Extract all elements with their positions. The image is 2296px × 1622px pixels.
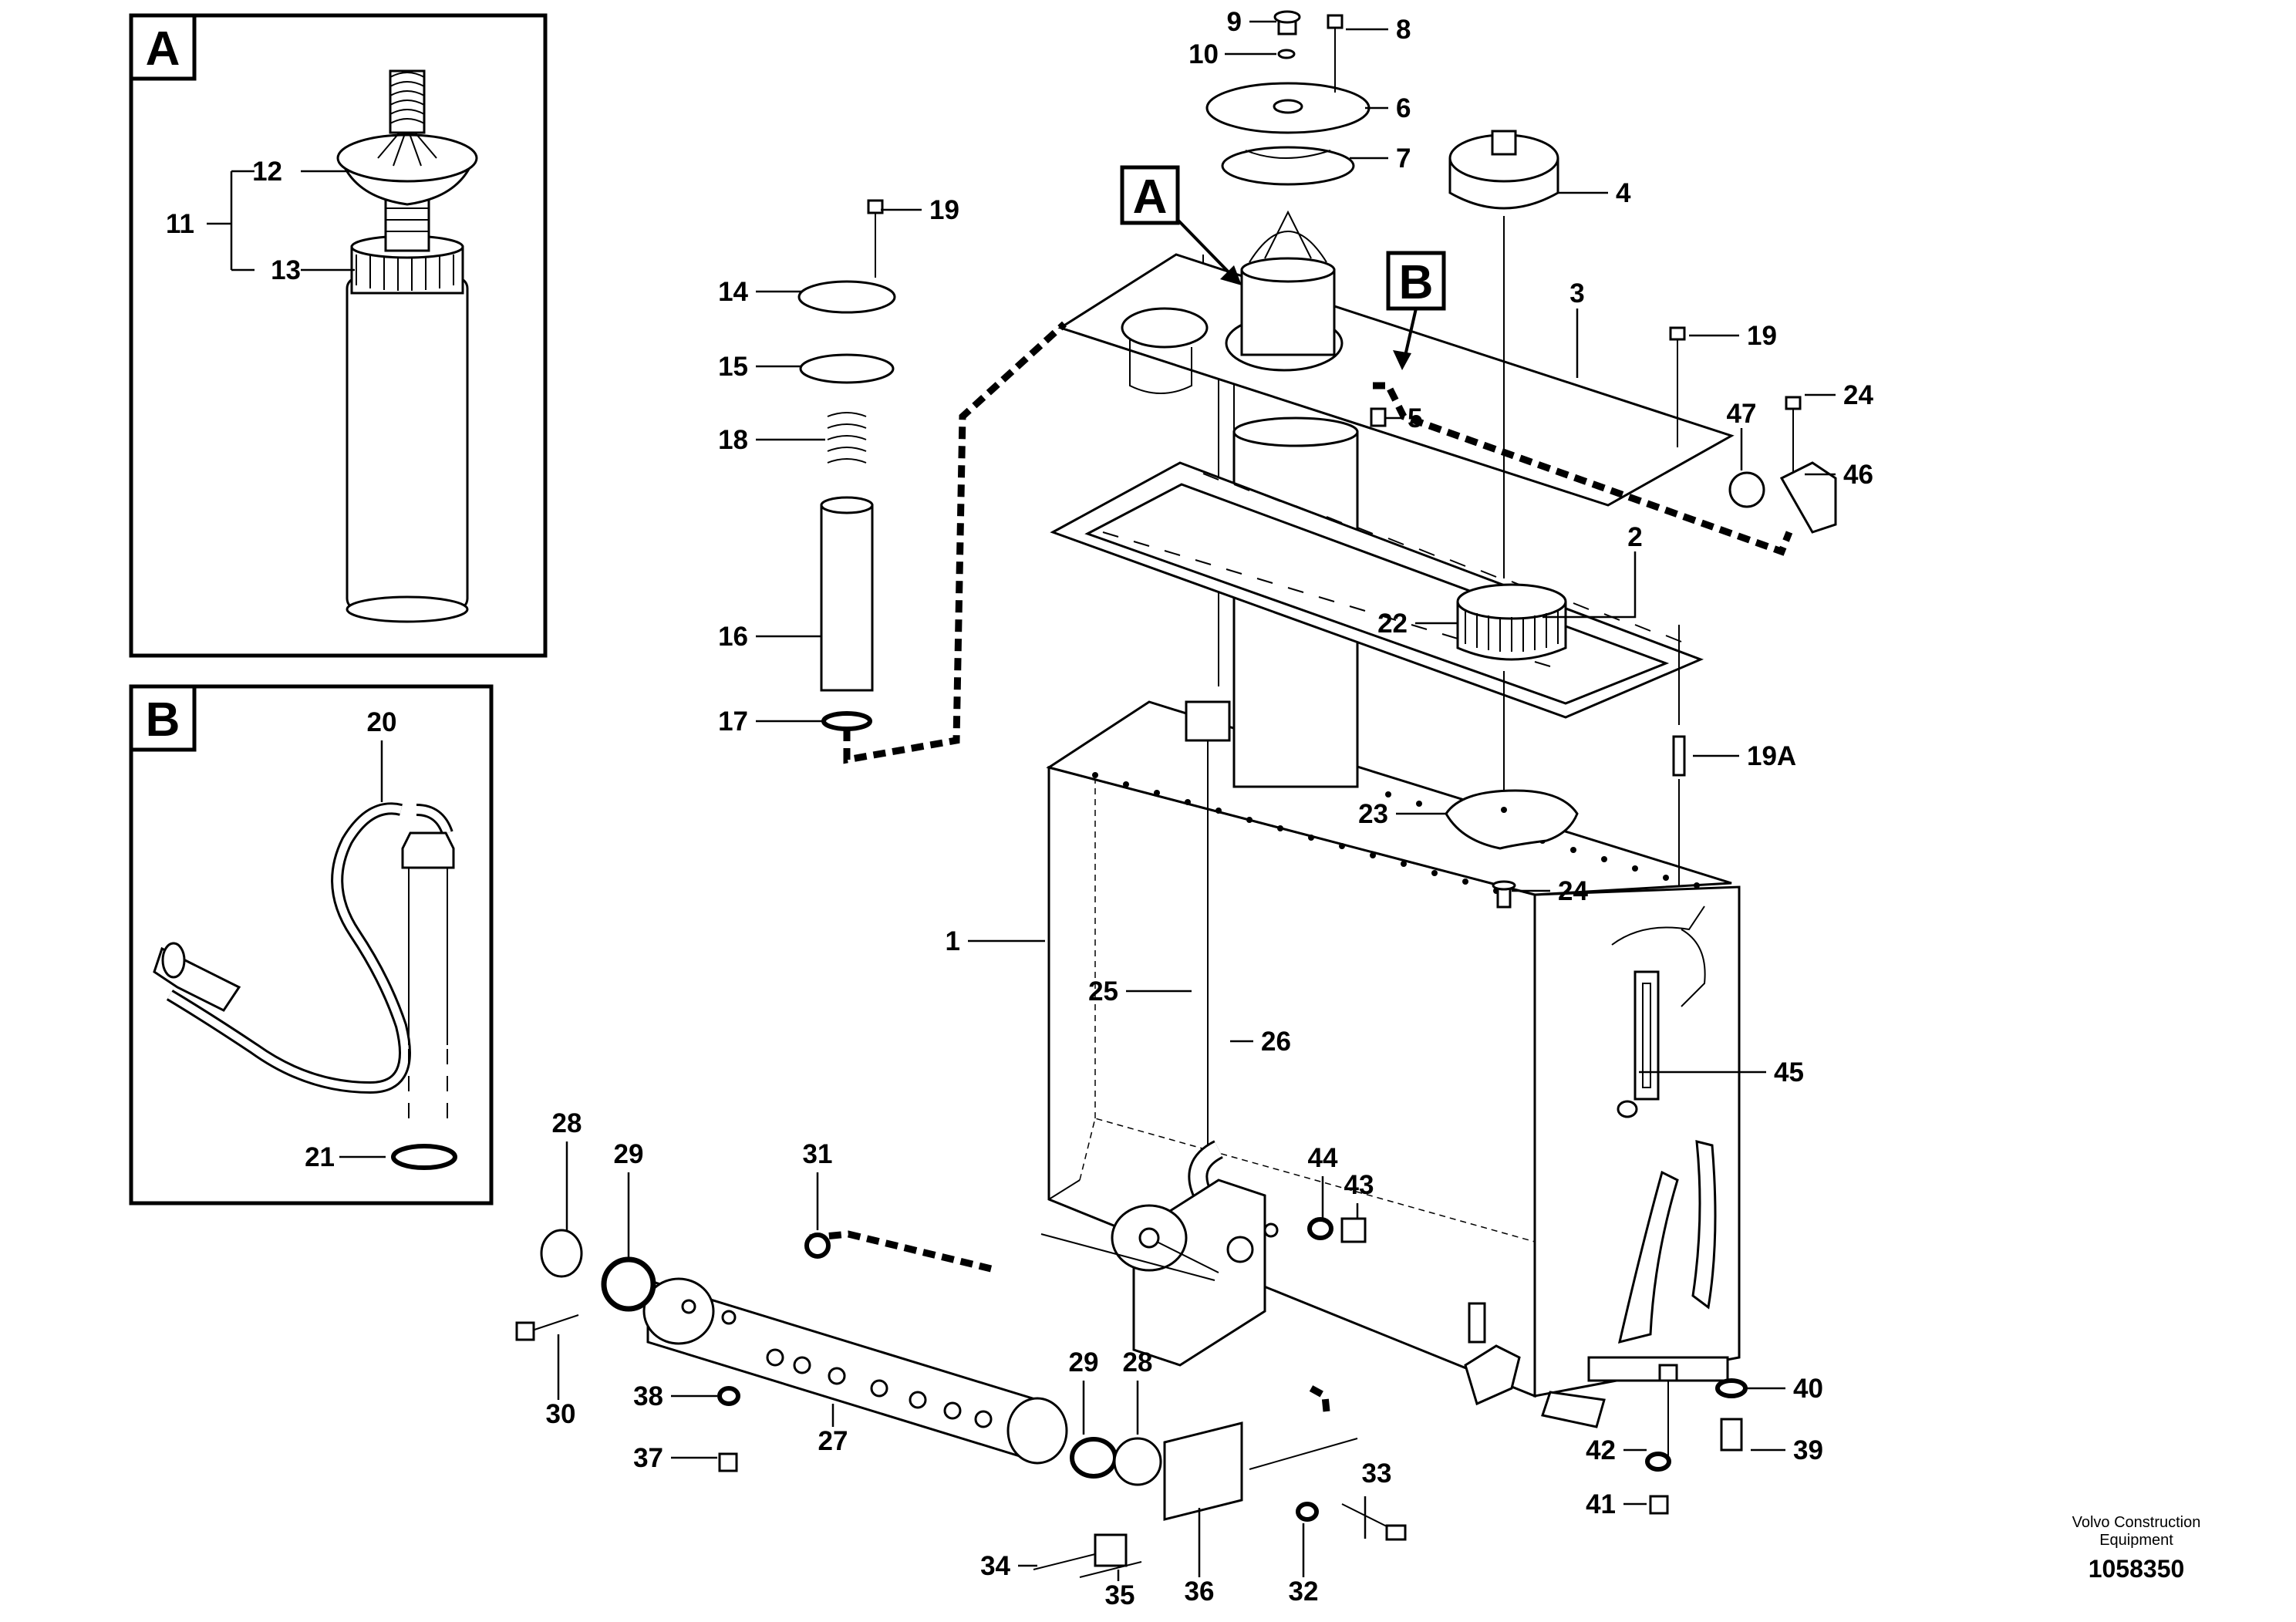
inset-a-title: A <box>146 22 180 76</box>
label-12: 12 <box>252 157 282 187</box>
label-21: 21 <box>305 1142 335 1172</box>
label-47: 47 <box>1727 399 1757 429</box>
label-31: 31 <box>803 1139 833 1169</box>
label-7: 7 <box>1396 143 1411 174</box>
filter-element-drawing <box>336 69 478 623</box>
breather-4 <box>1448 130 1559 578</box>
label-39: 39 <box>1793 1435 1823 1465</box>
inset-b-title: B <box>146 693 180 747</box>
bottom-fittings <box>515 1217 1748 1578</box>
label-27: 27 <box>818 1426 848 1456</box>
cap-parts <box>1205 10 1371 186</box>
label-30: 30 <box>546 1399 576 1429</box>
label-23: 23 <box>1358 799 1388 829</box>
label-3: 3 <box>1569 278 1584 309</box>
credit-line-2: Equipment <box>2099 1532 2173 1549</box>
label-11: 11 <box>166 209 194 239</box>
filter-housing-a <box>1240 210 1336 356</box>
label-44: 44 <box>1308 1143 1338 1173</box>
label-8: 8 <box>1396 15 1411 45</box>
drawing-credit: Volvo Construction Equipment 1058350 <box>2072 1514 2201 1583</box>
label-41: 41 <box>1586 1489 1616 1519</box>
label-13: 13 <box>271 255 301 285</box>
part-labels: 9 8 10 6 7 4 19 14 15 18 16 17 3 19 24 5… <box>546 7 1874 1610</box>
callout-b-letter: B <box>1399 256 1434 309</box>
label-28-right: 28 <box>1123 1347 1153 1378</box>
manifold-27 <box>642 1233 1219 1465</box>
label-24-upper: 24 <box>1843 380 1873 410</box>
connection-lines <box>809 321 1793 1412</box>
label-2: 2 <box>1627 522 1642 552</box>
inset-b: B 20 21 <box>129 684 494 1206</box>
label-19A: 19A <box>1747 741 1796 771</box>
label-40: 40 <box>1793 1374 1823 1404</box>
callout-a: A <box>1120 165 1242 285</box>
label-25: 25 <box>1088 976 1118 1007</box>
label-32: 32 <box>1289 1576 1319 1607</box>
baffle-23 <box>1445 789 1579 850</box>
label-9: 9 <box>1227 7 1242 37</box>
callout-a-letter: A <box>1133 170 1168 224</box>
label-35: 35 <box>1105 1580 1135 1610</box>
label-18: 18 <box>718 425 748 455</box>
label-28-left: 28 <box>552 1108 582 1138</box>
label-24-lower: 24 <box>1558 876 1588 906</box>
label-38: 38 <box>633 1381 663 1411</box>
right-fasteners <box>1370 326 1837 909</box>
credit-line-1: Volvo Construction <box>2072 1514 2201 1531</box>
label-45: 45 <box>1774 1057 1804 1088</box>
label-22: 22 <box>1377 609 1408 639</box>
label-15: 15 <box>718 352 748 382</box>
drawing-number: 1058350 <box>2089 1555 2185 1583</box>
callout-b: B <box>1386 251 1446 370</box>
label-4: 4 <box>1616 178 1631 208</box>
label-46: 46 <box>1843 460 1873 490</box>
label-14: 14 <box>718 277 748 307</box>
label-29-right: 29 <box>1069 1347 1099 1378</box>
label-19-right: 19 <box>1747 321 1777 351</box>
label-37: 37 <box>633 1443 663 1473</box>
leader-lines <box>557 20 1836 1581</box>
label-17: 17 <box>718 706 748 737</box>
label-43: 43 <box>1344 1170 1374 1200</box>
filter-stack-left <box>797 199 896 731</box>
label-5: 5 <box>1408 403 1422 433</box>
label-6: 6 <box>1396 93 1411 123</box>
label-20: 20 <box>367 707 397 737</box>
label-36: 36 <box>1185 1576 1215 1607</box>
label-33: 33 <box>1362 1458 1392 1489</box>
label-10: 10 <box>1188 39 1219 69</box>
label-34: 34 <box>980 1551 1010 1581</box>
label-16: 16 <box>718 622 748 652</box>
label-29-left: 29 <box>614 1139 644 1169</box>
label-1: 1 <box>946 926 960 956</box>
level-sensor-drawing <box>153 802 455 1118</box>
strainer-ring-22 <box>1456 583 1567 802</box>
inset-a: A 12 13 11 <box>129 13 548 658</box>
label-19-upper-left: 19 <box>929 195 959 225</box>
label-26: 26 <box>1261 1027 1291 1057</box>
label-42: 42 <box>1586 1435 1616 1465</box>
